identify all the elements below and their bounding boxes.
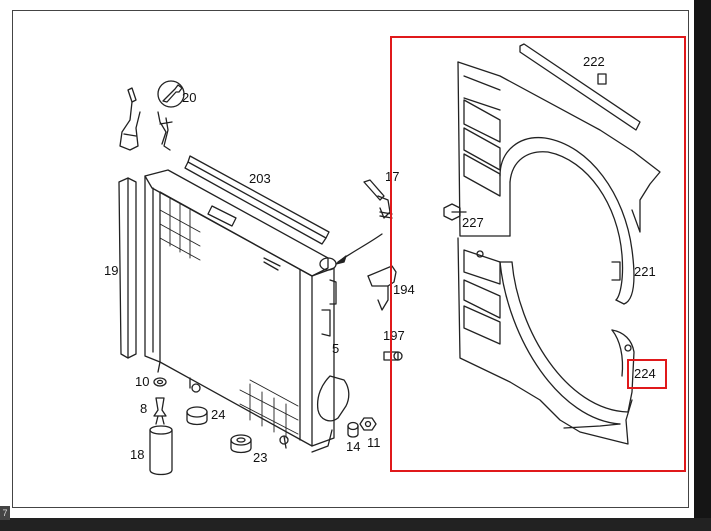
label-5: 5: [332, 341, 339, 356]
part-11-nut: [359, 417, 377, 431]
label-19: 19: [104, 263, 118, 278]
label-20: 20: [182, 90, 196, 105]
part-14-plug: [347, 421, 359, 438]
label-17: 17: [385, 169, 399, 184]
label-227: 227: [462, 215, 484, 230]
part-24-mount: [186, 406, 208, 426]
part-224-lower-shroud: [457, 237, 635, 445]
part-222-strip: [519, 43, 641, 131]
part-20-clips: [119, 87, 173, 151]
highlight-box-fan-shroud: [390, 36, 686, 472]
part-18-hose: [149, 425, 173, 476]
label-18: 18: [130, 447, 144, 462]
window-edge-right: [694, 0, 711, 531]
arrow-to-radiator: [335, 233, 383, 265]
label-24: 24: [211, 407, 225, 422]
label-23: 23: [253, 450, 267, 465]
label-8: 8: [140, 401, 147, 416]
part-203-bar: [184, 155, 330, 245]
part-23-mount: [230, 434, 252, 454]
parts-diagram: 20 203 17 19 194 197 5 10 8 24 23 18 14 …: [104, 43, 661, 476]
label-194: 194: [393, 282, 415, 297]
drawing-frame: [12, 10, 689, 508]
part-10-washer: [153, 377, 167, 387]
window-edge-bottom: [0, 518, 711, 531]
label-197: 197: [383, 328, 405, 343]
part-197: [383, 351, 403, 361]
part-17: [363, 179, 393, 219]
part-221-upper-shroud: [457, 61, 661, 305]
part-8-clip: [153, 397, 167, 425]
label-203: 203: [249, 171, 271, 186]
part-194-bracket: [367, 265, 397, 311]
highlight-box-label-224: [627, 359, 667, 389]
label-224: 224: [634, 366, 656, 381]
label-14: 14: [346, 439, 360, 454]
label-11: 11: [367, 435, 381, 450]
label-221: 221: [634, 264, 656, 279]
wrench-icon: [157, 80, 185, 108]
corner-page-number: 7: [0, 506, 10, 520]
part-19-seal: [118, 177, 137, 359]
label-10: 10: [135, 374, 149, 389]
label-222: 222: [583, 54, 605, 69]
radiator-core: [144, 169, 350, 453]
